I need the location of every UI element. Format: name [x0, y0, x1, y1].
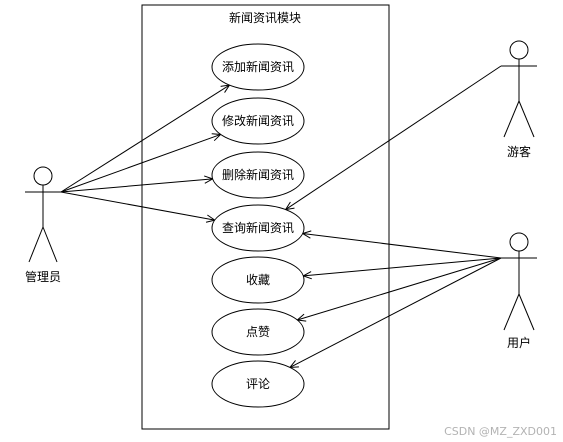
actor-admin[interactable]: [25, 166, 61, 263]
use-case-label: 删除新闻资讯: [222, 167, 294, 182]
use-cases: 添加新闻资讯 修改新闻资讯 删除新闻资讯 查询新闻资讯 收藏 点赞 评论: [211, 43, 305, 408]
use-case-comment[interactable]: 评论: [211, 360, 305, 408]
actor-head: [33, 166, 53, 186]
actor-label-admin: 管理员: [25, 269, 61, 284]
association-lines: [60, 65, 502, 369]
use-case-favorite[interactable]: 收藏: [211, 256, 305, 304]
actor-head: [509, 40, 529, 60]
use-case-delete[interactable]: 删除新闻资讯: [211, 151, 305, 199]
use-case-add[interactable]: 添加新闻资讯: [211, 43, 305, 91]
use-case-label: 评论: [246, 377, 270, 391]
use-case-label: 添加新闻资讯: [222, 59, 294, 74]
use-case-label: 点赞: [246, 325, 270, 339]
use-case-label: 修改新闻资讯: [222, 113, 294, 128]
system-title: 新闻资讯模块: [229, 10, 301, 25]
use-case-edit[interactable]: 修改新闻资讯: [211, 97, 305, 145]
actor-label-user: 用户: [507, 335, 531, 350]
use-case-label: 查询新闻资讯: [222, 220, 294, 235]
use-case-label: 收藏: [246, 273, 270, 287]
use-case-like[interactable]: 点赞: [211, 308, 305, 356]
use-case-query[interactable]: 查询新闻资讯: [211, 204, 305, 252]
watermark: CSDN @MZ_ZXD001: [444, 425, 557, 438]
actor-guest[interactable]: [501, 40, 537, 138]
actor-head: [509, 232, 529, 252]
actor-label-guest: 游客: [507, 144, 531, 159]
actor-user[interactable]: [501, 232, 537, 331]
